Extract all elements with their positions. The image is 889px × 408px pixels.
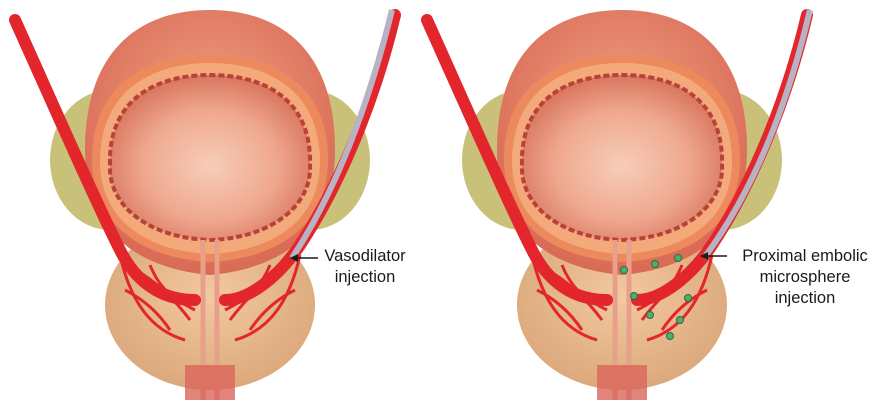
panel-embolic [412, 0, 832, 408]
microsphere-dot [667, 333, 674, 340]
callout-label-embolic: Proximal embolic microsphere injection [716, 246, 889, 309]
panel-vasodilator [0, 0, 420, 408]
microsphere-dot [675, 255, 682, 262]
anatomy-illustration-left [0, 0, 420, 408]
callout-label-vasodilator: Vasodilator injection [310, 246, 420, 288]
callout-line: Proximal embolic [716, 246, 889, 267]
microsphere-dot [677, 317, 684, 324]
microsphere-dot [621, 267, 628, 274]
microsphere-dot [647, 312, 654, 319]
microsphere-dot [631, 293, 638, 300]
callout-line: injection [716, 288, 889, 309]
callout-line: injection [310, 267, 420, 288]
anatomy-illustration-right [412, 0, 832, 408]
callout-line: Vasodilator [310, 246, 420, 267]
callout-line: microsphere [716, 267, 889, 288]
microsphere-dot [685, 295, 692, 302]
microsphere-dot [652, 261, 659, 268]
